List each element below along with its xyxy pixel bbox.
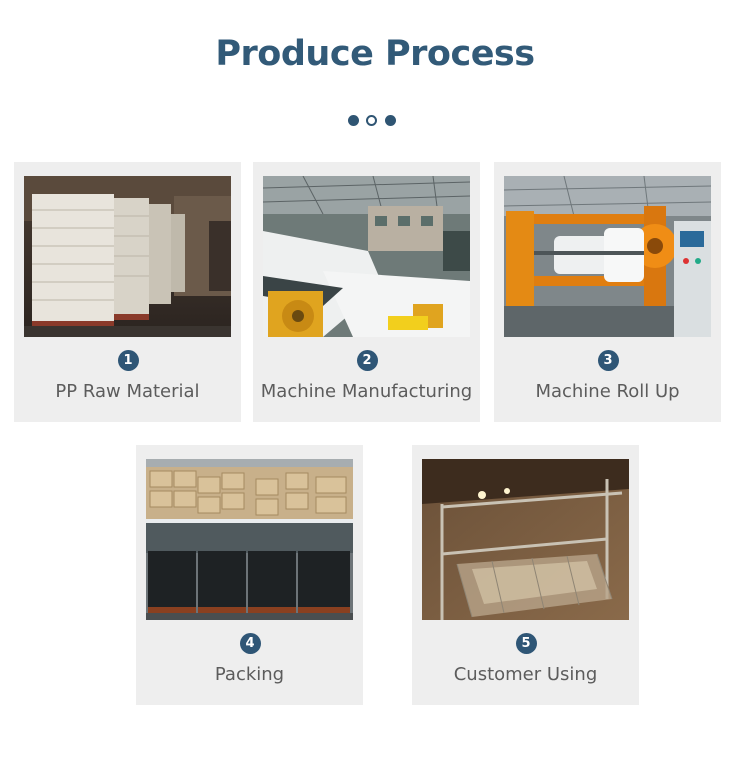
carousel-dot-active[interactable] xyxy=(366,115,377,126)
step-number-badge: 3 xyxy=(597,350,619,371)
machine-manufacturing-photo xyxy=(263,176,470,337)
step-card-machine-manufacturing: 2 Machine Manufacturing xyxy=(253,162,480,422)
packing-photo xyxy=(146,459,353,620)
raw-material-photo xyxy=(24,176,231,337)
step-label: PP Raw Material xyxy=(55,381,200,402)
carousel-dots xyxy=(348,115,402,127)
carousel-dot[interactable] xyxy=(348,115,359,126)
step-number-badge: 4 xyxy=(239,633,261,654)
step-number-badge: 5 xyxy=(515,633,537,654)
step-number-badge: 1 xyxy=(117,350,139,371)
page-title: Produce Process xyxy=(215,34,535,74)
customer-using-photo xyxy=(422,459,629,620)
carousel-dot[interactable] xyxy=(385,115,396,126)
step-label: Machine Manufacturing xyxy=(260,381,473,402)
step-label: Packing xyxy=(214,664,285,685)
step-card-raw-material: 1 PP Raw Material xyxy=(14,162,241,422)
step-number-badge: 2 xyxy=(356,350,378,371)
machine-roll-up-photo xyxy=(504,176,711,337)
step-card-customer-using: 5 Customer Using xyxy=(412,445,639,705)
step-card-packing: 4 Packing xyxy=(136,445,363,705)
step-label: Customer Using xyxy=(453,664,598,685)
step-label: Machine Roll Up xyxy=(535,381,680,402)
step-card-machine-roll-up: 3 Machine Roll Up xyxy=(494,162,721,422)
